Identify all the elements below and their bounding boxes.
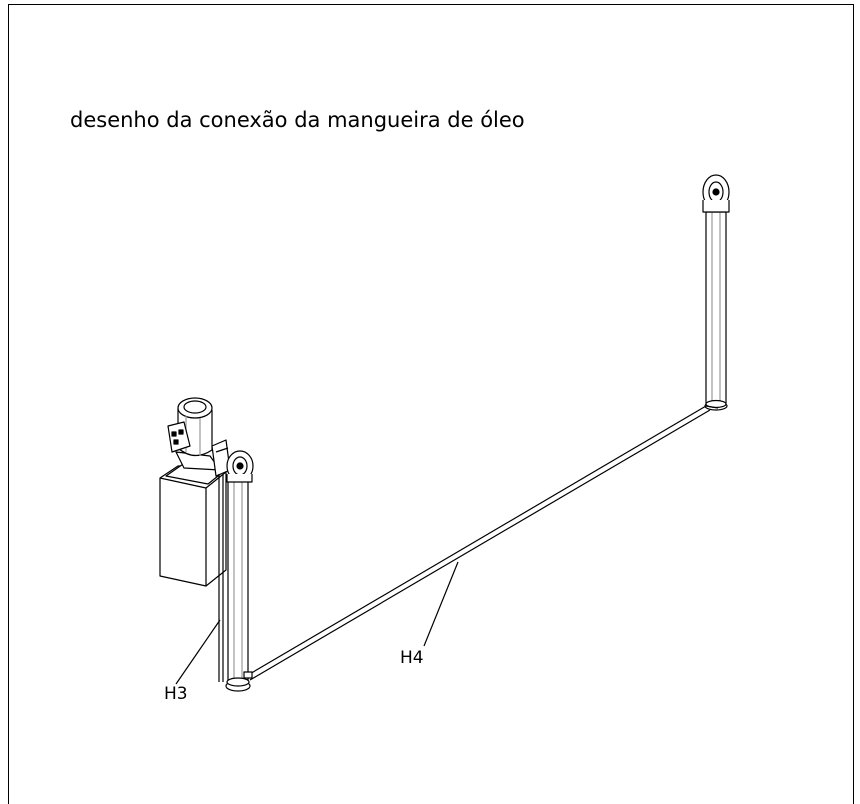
drawing-frame <box>8 4 854 804</box>
leader-h3 <box>175 619 221 685</box>
label-h3: H3 <box>164 684 188 704</box>
power-unit <box>159 397 231 587</box>
right-cylinder <box>702 174 730 411</box>
hose-h4 <box>247 405 719 681</box>
label-h4: H4 <box>400 648 424 668</box>
left-cylinder <box>218 450 254 692</box>
hydraulic-drawing <box>159 174 730 692</box>
leader-h4 <box>423 561 459 647</box>
diagram-title: desenho da conexão da mangueira de óleo <box>70 108 525 132</box>
